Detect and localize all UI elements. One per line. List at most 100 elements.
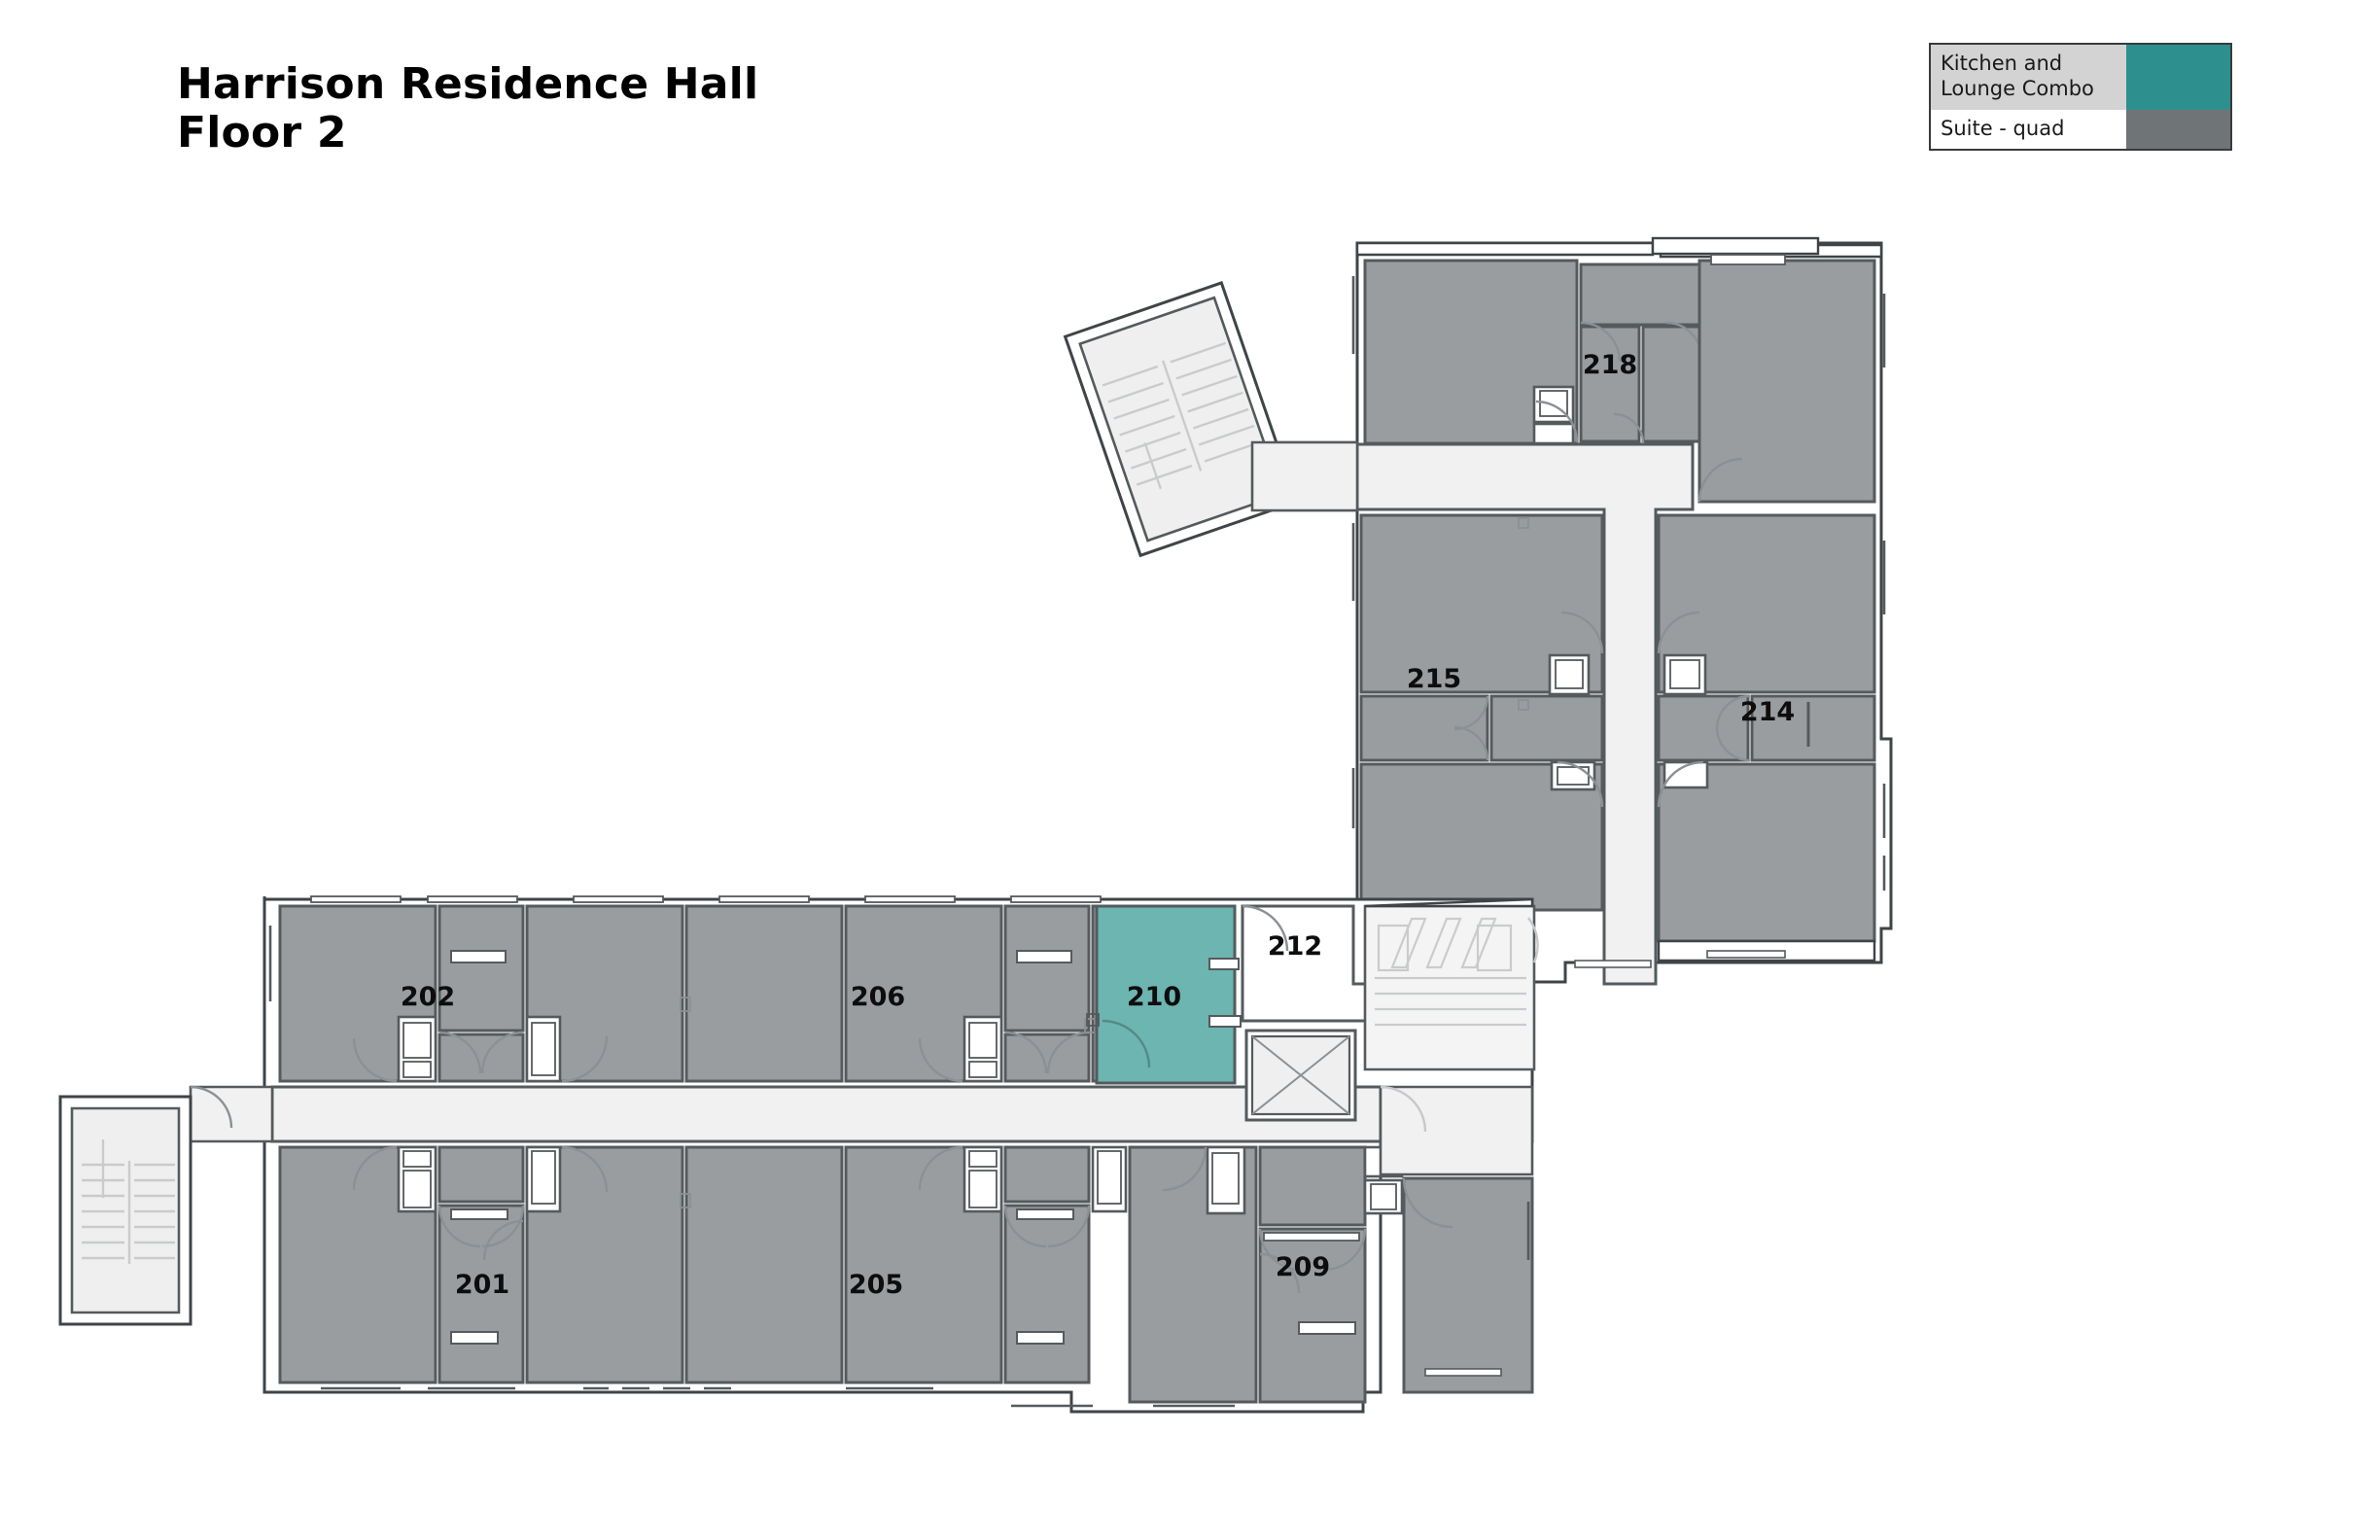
south-wing-south-windows: [321, 1386, 1235, 1408]
stairwell-center-outer: [1363, 904, 1536, 1071]
room-south-mid-a: [684, 1145, 844, 1384]
room-206-common: [1003, 904, 1091, 1032]
room-label-206: 206: [851, 982, 905, 1012]
stairwell-west-treads: [82, 1139, 175, 1264]
room-215-door-swings: [1453, 611, 1604, 808]
stairwell-west: [58, 1095, 192, 1326]
legend-swatch-kitchen-lounge-combo: [2126, 45, 2230, 110]
main-corridor-west-stub: [189, 1085, 274, 1143]
south-wing-north-windows: [310, 895, 1102, 903]
stairwell-center: [1363, 897, 1539, 1071]
room-label-210: 210: [1127, 982, 1181, 1012]
southeast-lobby-door-swing: [1380, 1085, 1427, 1133]
room-209-counter-top: [1263, 1232, 1360, 1242]
stairwell-center-treads: [1375, 917, 1526, 1027]
legend-label-kitchen-lounge-combo: Kitchen and Lounge Combo: [1941, 52, 2094, 101]
stairwell-west-inner: [70, 1106, 181, 1314]
room-215-bath-area: [1489, 694, 1604, 762]
room-southeast-door-swing: [1402, 1177, 1453, 1229]
corridor-south-window: [1574, 960, 1652, 968]
elevator-shaft: [1244, 1029, 1357, 1122]
room-label-215: 215: [1407, 664, 1461, 694]
room-218-bed-b: [1579, 325, 1641, 443]
page-title: Harrison Residence Hall Floor 2: [177, 59, 1052, 158]
room-209-door-swings: [1162, 1146, 1367, 1294]
corridor-west-door-swing: [190, 1085, 233, 1129]
room-214-bed-b: [1657, 762, 1876, 943]
room-218-ne-door-swing: [1698, 457, 1743, 503]
room-southeast-window: [1424, 1368, 1502, 1377]
room-205-common: [1003, 1204, 1091, 1384]
north-bay-window: [1651, 236, 1820, 256]
room-label-202: 202: [401, 982, 455, 1012]
legend-item-kitchen-lounge-combo: Kitchen and Lounge Combo: [1931, 45, 2230, 110]
room-210-counter-upper: [1208, 958, 1240, 970]
room-label-201: 201: [455, 1270, 509, 1300]
stairwell-nw-inner: [1078, 296, 1284, 542]
north-wing: [1262, 236, 1893, 986]
stairwell-center-top-wall: [1364, 897, 1534, 908]
building-name: Harrison Residence Hall: [177, 59, 759, 109]
room-205-counter-top: [1016, 1208, 1074, 1220]
room-201-counter-bottom: [450, 1331, 499, 1345]
main-corridor: [270, 1085, 1382, 1143]
room-label-218: 218: [1583, 350, 1637, 380]
room-218-ne-window: [1710, 254, 1786, 265]
room-202-common: [438, 904, 525, 1032]
room-southeast-block: [1402, 1176, 1534, 1394]
room-north-mid-a: [684, 904, 844, 1083]
room-210-counter-lower: [1208, 1015, 1242, 1028]
room-205-entry: [1003, 1145, 1091, 1204]
room-205-counter-bottom: [1016, 1331, 1065, 1345]
room-label-205: 205: [849, 1270, 903, 1300]
room-215-common: [1359, 694, 1489, 762]
legend-swatch-suite-quad: [2126, 109, 2230, 150]
stairwell-nw-treads: [1102, 341, 1261, 490]
room-202-door-swings: [352, 1031, 609, 1083]
stairwell-northwest: [1063, 281, 1299, 558]
stairwell-nw-corridor-link: [1250, 440, 1359, 512]
room-206-door-swings: [918, 1031, 1090, 1083]
room-202-counter: [450, 950, 507, 963]
room-215-fixtures: [1518, 517, 1596, 791]
room-north-mid-marker: [680, 997, 691, 1012]
room-202-fixtures: [397, 1015, 562, 1083]
room-218-ne: [1698, 259, 1876, 504]
room-205-fixtures: [962, 1145, 1128, 1213]
stairwell-center-door-swing: [1527, 917, 1539, 963]
room-label-214: 214: [1740, 697, 1795, 727]
legend: Kitchen and Lounge Combo Suite - quad: [1929, 43, 2232, 152]
room-210-kitchen-lounge: [1095, 904, 1237, 1085]
floor-name: Floor 2: [177, 108, 347, 158]
room-209-counter-bottom: [1298, 1321, 1356, 1335]
room-205-door-swings: [918, 1145, 1091, 1248]
room-label-212: 212: [1268, 931, 1322, 962]
room-206-entry: [1003, 1032, 1091, 1083]
room-label-209: 209: [1276, 1252, 1330, 1282]
room-201-entry: [438, 1145, 525, 1204]
room-214-fixtures: [1662, 653, 1810, 789]
legend-label-suite-quad: Suite - quad: [1941, 116, 2065, 140]
south-wing: [189, 895, 1534, 1414]
north-wall-top-left: [1355, 241, 1655, 257]
room-209-entry: [1258, 1145, 1367, 1227]
room-206-counter: [1016, 950, 1072, 963]
room-214-common-a: [1657, 694, 1750, 762]
room-201-fixtures: [397, 1145, 562, 1213]
north-corridor: [1355, 442, 1695, 986]
room-212: [1241, 904, 1373, 1023]
southeast-lobby: [1379, 1085, 1534, 1176]
room-214-south-window: [1706, 950, 1786, 959]
room-202-entry: [438, 1032, 525, 1083]
room-214-door-swings: [1657, 611, 1751, 808]
room-south-mid-marker: [680, 1193, 691, 1208]
room-210-wall-marker: [1086, 1013, 1100, 1027]
legend-item-suite-quad: Suite - quad: [1931, 109, 2230, 150]
room-201-door-swings: [352, 1145, 609, 1261]
room-214-common-b: [1750, 694, 1876, 762]
room-218-bed-a: [1579, 262, 1709, 327]
room-number-labels: 202 206 210 212 201 205 209 218 215 214: [401, 350, 1795, 1300]
room-201-counter-top: [450, 1208, 508, 1220]
room-210-door-swing: [1102, 1019, 1151, 1068]
